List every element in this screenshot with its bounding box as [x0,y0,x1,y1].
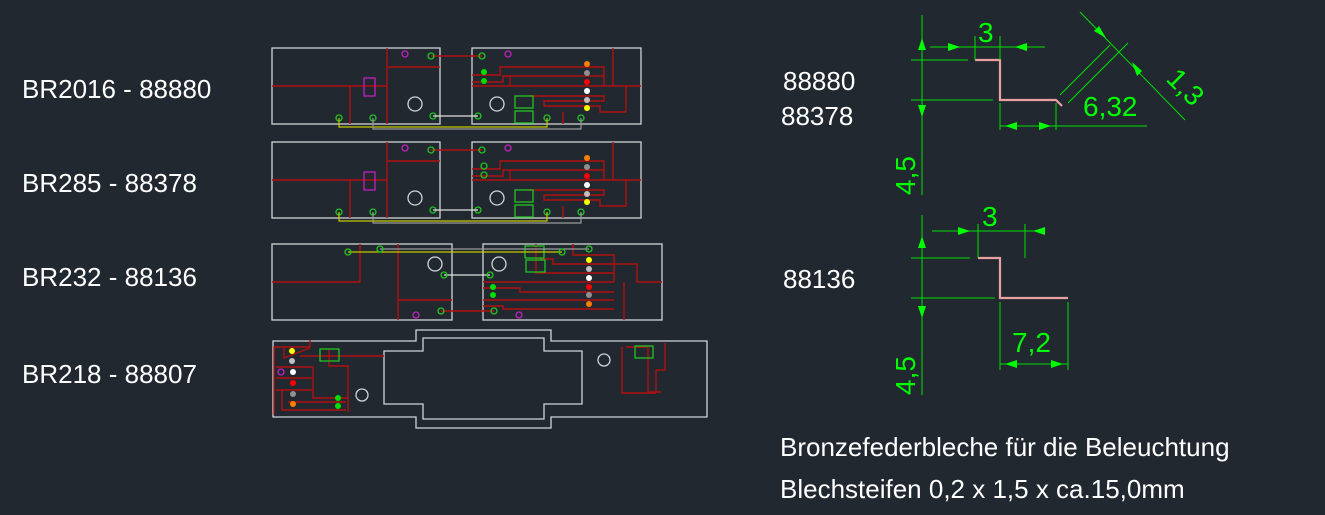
board-br232 [271,243,663,321]
dim-bottom-width: 6,32 [1083,91,1138,122]
profile-part-number: 88880 [783,66,855,96]
board-br2016 [271,47,642,130]
profile-part-number: 88378 [781,101,853,131]
profile-upper-drawing: 3 6,32 1,3 4,5 [890,11,1210,195]
note-line: Bronzefederbleche für die Beleuchtung [780,432,1230,462]
dim-bottom-width: 7,2 [1012,327,1051,358]
dim-top-width: 3 [978,17,994,48]
dim-height: 4,5 [890,156,921,195]
board-br218 [272,329,708,429]
board-label: BR218 - 88807 [22,359,197,389]
profile-lower-drawing: 3 7,2 4,5 [890,201,1069,395]
dim-top-width: 3 [982,201,998,232]
dim-height: 4,5 [890,356,921,395]
dim-thickness: 1,3 [1161,62,1210,111]
board-label: BR285 - 88378 [22,168,197,198]
profile-part-number: 88136 [783,264,855,294]
board-br285 [271,141,642,224]
note-line: Blechsteifen 0,2 x 1,5 x ca.15,0mm [780,474,1185,504]
board-label: BR232 - 88136 [22,262,197,292]
board-label: BR2016 - 88880 [22,74,211,104]
